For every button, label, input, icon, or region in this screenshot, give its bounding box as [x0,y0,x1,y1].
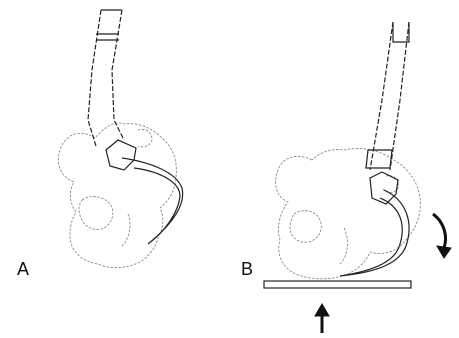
panel-b-instrument-handle-edge [390,22,409,170]
upward-arrow-icon [315,304,329,333]
panel-a-bone-inner-2 [138,129,152,146]
panel-b-bone-inner-3 [340,228,347,264]
panel-b-instrument-handle [370,22,393,170]
panel-a-instrument-handle-edge [112,10,124,140]
panel-a-instrument-band [96,34,119,40]
panel-a-bone-outline [58,123,176,268]
panel-b-curved-tail [340,190,409,276]
panel-b-label: B [241,260,253,278]
panel-b-bone-inner-1 [290,211,321,243]
panel-a-label: A [17,260,29,278]
panel-a-curved-tail [122,158,183,244]
panel-a-instrument-handle [88,10,101,146]
panel-a-cup-head [106,140,136,170]
panel-a-bone-inner-1 [79,197,113,230]
rotation-arrow-icon [433,214,451,258]
panel-a [58,10,182,268]
panel-a-bone-inner-3 [122,214,130,246]
panel-b-platform-plate [264,281,411,288]
panel-b [264,22,451,333]
